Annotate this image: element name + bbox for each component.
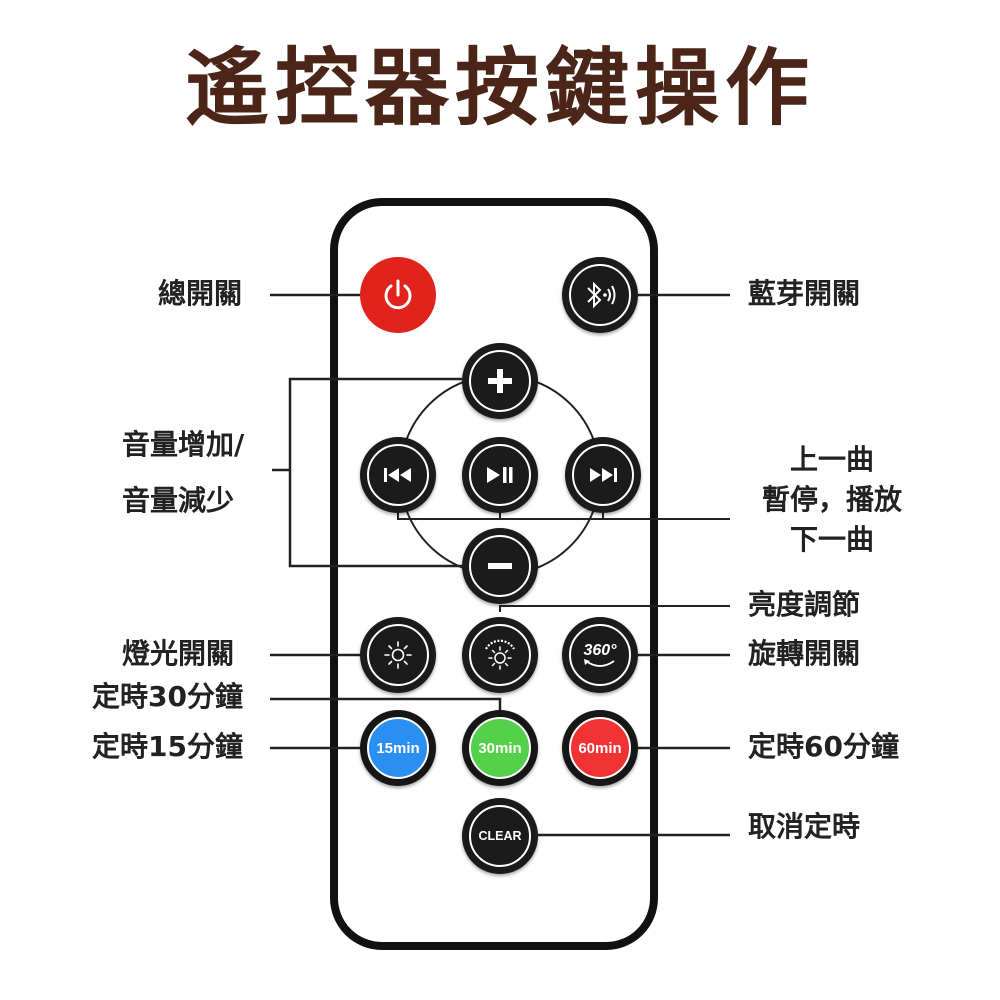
clear-timer-button[interactable]: CLEAR (462, 798, 538, 874)
bluetooth-icon (587, 281, 616, 309)
brightness-button[interactable] (462, 617, 538, 693)
label-play-pause: 暫停，播放 (762, 483, 903, 516)
label-bluetooth: 藍芽開關 (748, 277, 861, 310)
brightness-icon (485, 639, 515, 670)
page-title: 遙控器按鍵操作 (184, 39, 815, 137)
plus-icon (488, 369, 512, 393)
sun-icon (384, 641, 412, 669)
rotate-toggle-button[interactable]: 360° (562, 617, 638, 693)
label-power: 總開關 (158, 277, 243, 310)
label-cancel-timer: 取消定時 (748, 810, 861, 843)
label-light: 燈光開關 (122, 637, 235, 670)
label-timer30: 定時30分鐘 (92, 680, 243, 713)
label-timer60: 定時60分鐘 (748, 730, 899, 763)
play-pause-button[interactable] (462, 437, 538, 513)
rotate-arrow-icon (584, 659, 615, 667)
clear-label: CLEAR (478, 829, 522, 843)
volume-up-button[interactable] (462, 343, 538, 419)
power-icon (384, 279, 412, 310)
timer-30min-button[interactable]: 30min (462, 710, 538, 786)
light-toggle-button[interactable] (360, 617, 436, 693)
timer-15min-button[interactable]: 15min (360, 710, 436, 786)
rotate-360-text: 360° (583, 642, 617, 659)
timer-15min-label: 15min (376, 739, 420, 757)
volume-down-button[interactable] (462, 528, 538, 604)
label-brightness: 亮度調節 (748, 588, 861, 621)
previous-track-button[interactable] (360, 437, 436, 513)
minus-icon (488, 563, 512, 569)
timer-60min-button[interactable]: 60min (562, 710, 638, 786)
label-next: 下一曲 (790, 523, 875, 556)
line-timer30 (270, 697, 502, 710)
timer-30min-label: 30min (478, 739, 522, 757)
line-tracks (397, 508, 730, 520)
timer-60min-label: 60min (578, 739, 622, 757)
label-prev: 上一曲 (790, 443, 875, 476)
previous-icon (384, 468, 411, 482)
bluetooth-button[interactable] (562, 257, 638, 333)
next-track-button[interactable] (565, 437, 641, 513)
play-pause-icon (487, 467, 513, 483)
line-volume-bracket (288, 377, 462, 568)
label-volume-down: 音量減少 (122, 484, 235, 517)
label-rotate: 旋轉開關 (748, 637, 861, 670)
label-timer15: 定時15分鐘 (92, 730, 243, 763)
label-volume-up: 音量增加/ (122, 428, 245, 461)
line-brightness (499, 605, 730, 612)
power-button[interactable] (360, 257, 436, 333)
next-icon (590, 468, 617, 482)
